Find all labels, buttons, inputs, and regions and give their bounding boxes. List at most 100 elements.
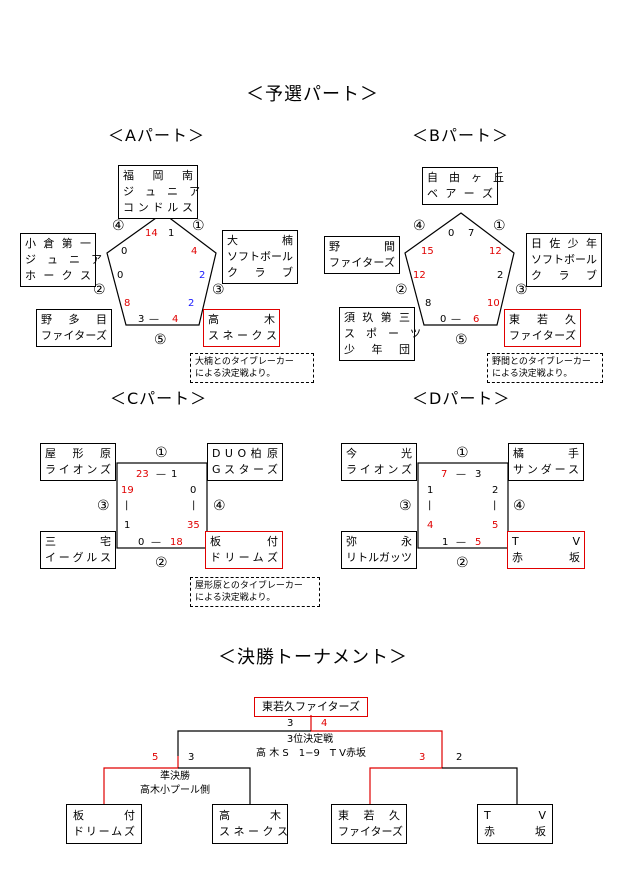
partC-dash: — <box>156 469 166 480</box>
partA-rank-kokura: ④ <box>112 218 125 234</box>
partD-rank-left: ③ <box>399 498 412 514</box>
partC-rank-top: ① <box>155 445 168 461</box>
partB-rank-sugu: ② <box>395 282 408 298</box>
partD-rank-bottom: ② <box>456 555 469 571</box>
partA-dash: — <box>149 314 159 325</box>
partD-team-tachibanate: 橘 手 サンダース <box>508 443 584 481</box>
partD-dash: — <box>456 469 466 480</box>
final-score-right: 4 <box>321 718 328 729</box>
partB-team-sugu: 須 玖 第 三 ス ポ ー ツ 少 年 団 <box>339 307 421 361</box>
partA-note: 大楠とのタイブレーカー による決定戦より。 <box>190 353 314 383</box>
partB-score: 0 <box>448 228 455 239</box>
partA-score: 2 <box>188 298 195 309</box>
partD-score: 3 <box>475 469 482 480</box>
partA-title: ＜Aパート＞ <box>108 126 205 145</box>
semi-score-right-b: 2 <box>456 752 463 763</box>
semi-label-1: 準決勝 <box>160 771 190 782</box>
partC-team-miyake: 三 宅 イーグルス <box>40 531 116 569</box>
partC-rank-left: ③ <box>97 498 110 514</box>
partD-score: 1 <box>427 485 434 496</box>
partC-title: ＜Cパート＞ <box>110 389 208 408</box>
partA-team-fukuokaminami: 福 岡 南 ジ ュ ニ ア コンドルス <box>118 165 200 219</box>
partB-score: 12 <box>489 246 502 257</box>
partD-title: ＜Dパート＞ <box>412 389 511 408</box>
partA-score: 1 <box>168 228 175 239</box>
partC-rank-bottom: ② <box>155 555 168 571</box>
partD-score: 4 <box>427 520 434 531</box>
third-place-result: 高 木 S 1−9 T V赤坂 <box>256 748 366 759</box>
partA-score: 8 <box>124 298 131 309</box>
partD-rank-top: ① <box>456 445 469 461</box>
final-team-tvakasaka: T V 赤 坂 <box>477 804 553 844</box>
final-score-left: 3 <box>287 718 294 729</box>
final-team-takagi: 高 木 ス ネ ー ク ス <box>212 804 288 844</box>
partB-score: 7 <box>468 228 475 239</box>
partB-note: 野間とのタイブレーカー による決定戦より。 <box>487 353 603 383</box>
partA-score: 4 <box>172 314 179 325</box>
semi-score-left: 5 <box>152 752 159 763</box>
partC-score: 23 <box>136 469 149 480</box>
partB-score: 6 <box>473 314 480 325</box>
partC-square <box>116 462 208 549</box>
champion-box: 東若久ファイターズ <box>254 697 368 717</box>
partA-score: 4 <box>191 246 198 257</box>
partB-score: 12 <box>413 270 426 281</box>
partB-team-nissa: 日 佐 少 年 ソフトボール ク ラ ブ <box>526 233 602 287</box>
semi-score-right: 3 <box>419 752 426 763</box>
partB-team-higashiwakahisa: 東 若 久 ファイターズ <box>504 309 581 347</box>
final-title: ＜決勝トーナメント＞ <box>218 647 408 668</box>
partB-rank-higashiwakahisa: ⑤ <box>455 332 468 348</box>
partB-rank-jiyugaoka: ① <box>493 218 506 234</box>
partA-score: 3 <box>138 314 145 325</box>
partD-score: 7 <box>441 469 448 480</box>
partC-score: 18 <box>170 537 183 548</box>
partB-score: 0 <box>440 314 447 325</box>
partC-team-yakatabaru: 屋 形 原 ライオンズ <box>40 443 116 481</box>
partC-bar: | <box>125 500 129 511</box>
partC-bar: | <box>192 500 196 511</box>
partC-rank-right: ④ <box>213 498 226 514</box>
partB-team-jiyugaoka: 自 由 ヶ 丘 ベ ア ー ズ <box>422 167 504 205</box>
final-team-itazuke: 板 付 ドリームズ <box>66 804 142 844</box>
partA-score: 0 <box>121 246 128 257</box>
partC-note: 屋形原とのタイブレーカー による決定戦より。 <box>190 577 320 607</box>
partD-bar: | <box>493 500 497 511</box>
partD-team-imamitsu: 今 光 ライオンズ <box>341 443 417 481</box>
qualifier-title: ＜予選パート＞ <box>246 84 379 105</box>
partD-dash: — <box>456 537 466 548</box>
partC-score: 35 <box>187 520 200 531</box>
partA-pentagon <box>106 212 217 326</box>
partA-team-kokura: 小 倉 第 一 ジ ュ ニ ア ホ ー ク ス <box>20 233 102 287</box>
semi-label-2: 高木小プール側 <box>140 785 210 796</box>
partB-score: 8 <box>425 298 432 309</box>
partB-title: ＜Bパート＞ <box>412 126 509 145</box>
partC-score: 0 <box>138 537 145 548</box>
partB-score: 10 <box>487 298 500 309</box>
partD-score: 2 <box>492 485 499 496</box>
partA-team-takagi: 高 木 ス ネ ー ク ス <box>203 309 280 347</box>
partC-score: 0 <box>190 485 197 496</box>
partA-score: 2 <box>199 270 206 281</box>
final-team-higashiwakahisa: 東 若 久 ファイターズ <box>331 804 407 844</box>
partB-score: 15 <box>421 246 434 257</box>
bracket-lines <box>103 715 518 804</box>
partA-rank-notame: ② <box>93 282 106 298</box>
partB-rank-noma: ④ <box>413 218 426 234</box>
partA-team-notame: 野 多 目 ファイターズ <box>36 309 112 347</box>
partB-rank-nissa: ③ <box>515 282 528 298</box>
partA-score: 14 <box>145 228 158 239</box>
partC-score: 1 <box>124 520 131 531</box>
partB-team-noma: 野 間 ファイターズ <box>324 236 400 274</box>
partC-dash: — <box>151 537 161 548</box>
partB-score: 2 <box>497 270 504 281</box>
partA-score: 0 <box>117 270 124 281</box>
semi-score-left-b: 3 <box>188 752 195 763</box>
partD-score: 5 <box>475 537 482 548</box>
partC-team-itazuke: 板 付 ドリームズ <box>205 531 283 569</box>
partB-dash: — <box>451 314 461 325</box>
partD-team-tvakasaka: T V 赤 坂 <box>507 531 585 569</box>
partA-rank-takagi: ③ <box>212 282 225 298</box>
partD-score: 5 <box>492 520 499 531</box>
partD-score: 1 <box>442 537 449 548</box>
